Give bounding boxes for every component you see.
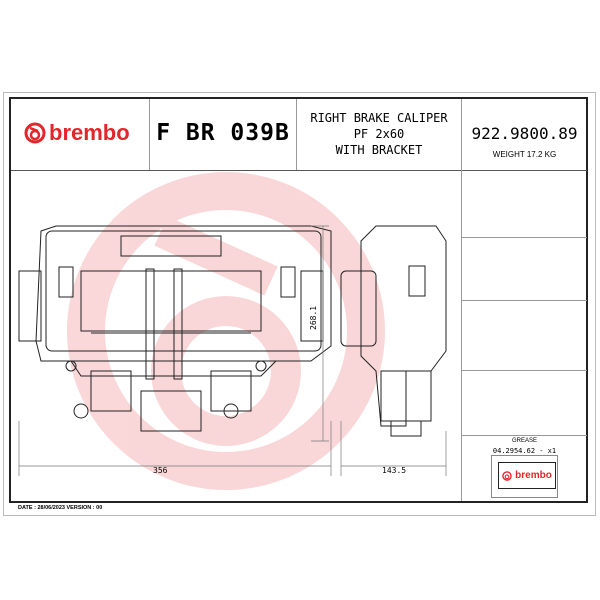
description-line: RIGHT BRAKE CALIPER bbox=[310, 111, 448, 125]
brembo-disc-icon bbox=[502, 470, 512, 481]
grease-label: GREASE bbox=[511, 438, 537, 444]
date-version: DATE : 28/06/2023 VERSION : 00 bbox=[18, 505, 103, 511]
drawing-frame bbox=[9, 97, 588, 503]
grease-brembo-logo: brembo bbox=[498, 462, 556, 489]
product-code: F BR 039B bbox=[156, 120, 290, 146]
brembo-logo: brembo bbox=[24, 120, 130, 146]
description-line: PF 2x60 bbox=[353, 127, 405, 141]
product-description: RIGHT BRAKE CALIPER PF 2x60 WITH BRACKET bbox=[297, 110, 461, 158]
description-line: WITH BRACKET bbox=[335, 143, 423, 157]
grease-package: brembo bbox=[491, 455, 558, 498]
weight: WEIGHT 17.2 KG bbox=[492, 150, 557, 159]
dimension-width-front: 356 bbox=[153, 466, 168, 475]
grease-brand: brembo bbox=[515, 470, 552, 481]
dimension-width-side: 143.5 bbox=[382, 466, 407, 475]
dimension-height: 268.1 bbox=[309, 305, 318, 330]
brand-name: brembo bbox=[49, 120, 130, 145]
brembo-disc-icon bbox=[24, 122, 46, 144]
grease-code: 04.2954.62 - x1 bbox=[492, 447, 557, 455]
sheet-border bbox=[3, 92, 596, 516]
part-number: 922.9800.89 bbox=[471, 124, 578, 143]
caliper-drawing bbox=[18, 172, 447, 490]
